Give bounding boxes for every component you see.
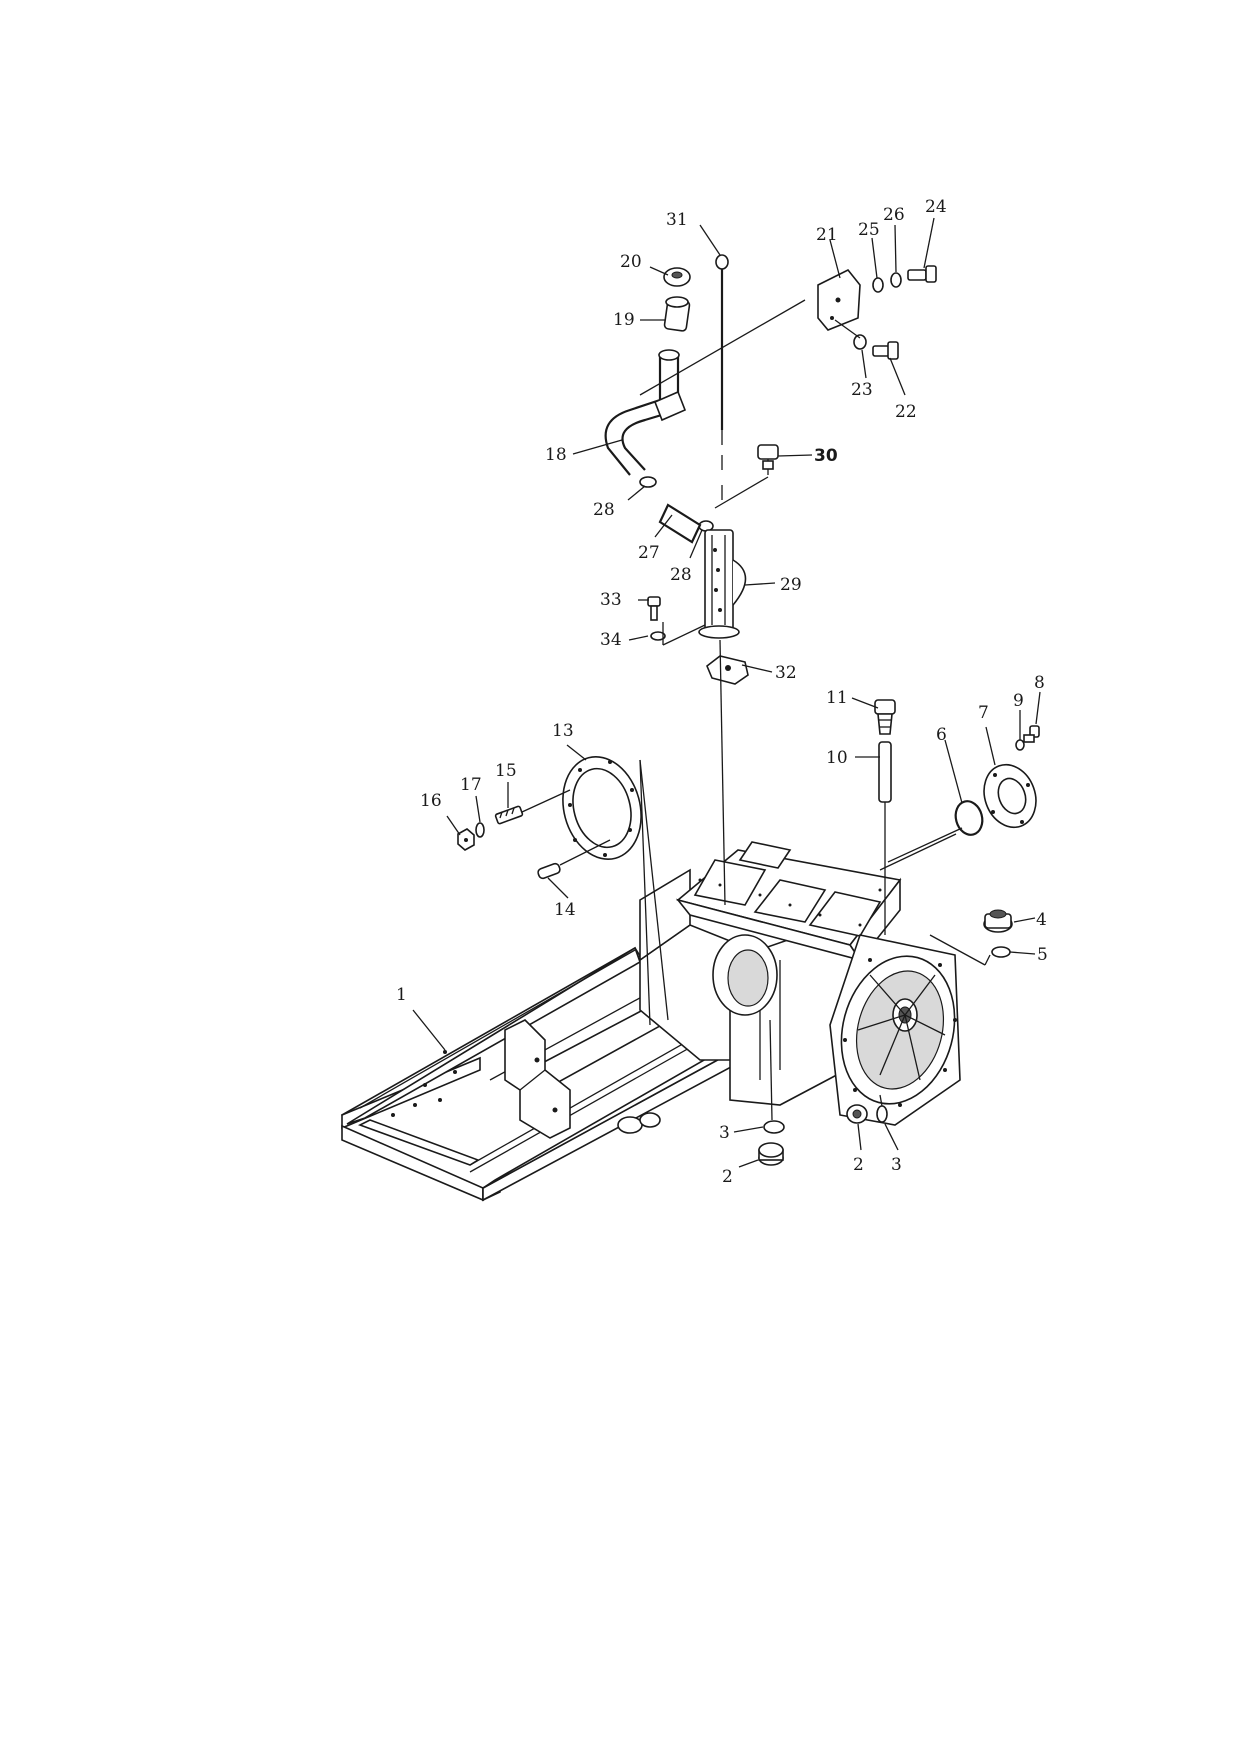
callout-28: 28 bbox=[593, 500, 615, 520]
clip-28-upper bbox=[639, 476, 657, 488]
callout-9: 9 bbox=[1013, 691, 1024, 711]
callout-14: 14 bbox=[554, 900, 576, 920]
callout-29: 29 bbox=[780, 575, 802, 595]
callout-19: 19 bbox=[613, 310, 635, 330]
plug-2-right bbox=[846, 1104, 868, 1124]
callout-4: 4 bbox=[1036, 910, 1047, 930]
callout-8: 8 bbox=[1034, 673, 1045, 693]
callout-34: 34 bbox=[600, 630, 622, 650]
callout-21: 21 bbox=[816, 225, 838, 245]
callout-11: 11 bbox=[826, 688, 848, 708]
callout-16: 16 bbox=[420, 791, 442, 811]
plug-2-left bbox=[758, 1142, 784, 1166]
washer-3-left bbox=[763, 1120, 785, 1134]
cover-7 bbox=[983, 763, 1037, 829]
filler-tube-29 bbox=[698, 529, 747, 639]
washer-26 bbox=[890, 272, 902, 288]
callout-25: 25 bbox=[858, 220, 880, 240]
callout-30: 30 bbox=[814, 446, 838, 466]
breather-30 bbox=[757, 444, 779, 475]
callout-15: 15 bbox=[495, 761, 517, 781]
main-frame-housing bbox=[340, 841, 961, 1202]
callout-32: 32 bbox=[775, 663, 797, 683]
callout-3: 3 bbox=[719, 1123, 730, 1143]
callout-23: 23 bbox=[851, 380, 873, 400]
hose-27 bbox=[658, 503, 702, 544]
callout-24: 24 bbox=[925, 197, 947, 217]
washer-23 bbox=[853, 334, 867, 350]
washer-34 bbox=[650, 631, 666, 641]
dipstick-31-handle bbox=[715, 254, 729, 270]
callout-3: 3 bbox=[891, 1155, 902, 1175]
callout-7: 7 bbox=[978, 703, 989, 723]
callout-13: 13 bbox=[552, 721, 574, 741]
callout-5: 5 bbox=[1037, 945, 1048, 965]
seal-ring-6 bbox=[954, 800, 984, 836]
callout-10: 10 bbox=[826, 748, 848, 768]
plug-11 bbox=[874, 699, 896, 735]
bolt-22 bbox=[872, 341, 899, 360]
plug-4 bbox=[983, 909, 1013, 933]
callout-leaders bbox=[412, 217, 1041, 1168]
nut-16 bbox=[457, 828, 475, 851]
callout-2: 2 bbox=[853, 1155, 864, 1175]
callout-17: 17 bbox=[460, 775, 482, 795]
bolt-33 bbox=[647, 596, 661, 621]
stud-15 bbox=[494, 805, 524, 825]
middle-parts bbox=[457, 699, 1040, 1166]
callout-6: 6 bbox=[936, 725, 947, 745]
washer-5 bbox=[991, 946, 1011, 958]
callout-1: 1 bbox=[396, 985, 407, 1005]
callout-20: 20 bbox=[620, 252, 642, 272]
washer-9 bbox=[1015, 739, 1025, 751]
callout-2: 2 bbox=[722, 1167, 733, 1187]
filler-neck-19 bbox=[663, 296, 691, 332]
dowel-14 bbox=[537, 862, 561, 880]
callout-27: 27 bbox=[638, 543, 660, 563]
callout-28: 28 bbox=[670, 565, 692, 585]
breather-pipe-18 bbox=[604, 349, 687, 476]
callout-26: 26 bbox=[883, 205, 905, 225]
callout-labels: 1 2 2 3 3 4 5 6 7 8 9 10 11 13 14 15 16 … bbox=[396, 197, 1048, 1187]
callout-18: 18 bbox=[545, 445, 567, 465]
rod-10 bbox=[878, 741, 892, 935]
washer-3-right bbox=[876, 1105, 888, 1123]
callout-33: 33 bbox=[600, 590, 622, 610]
washer-25 bbox=[872, 277, 884, 293]
cover-plate-13 bbox=[562, 756, 642, 860]
callout-22: 22 bbox=[895, 402, 917, 422]
bolt-24 bbox=[907, 265, 937, 283]
top-assembly-parts bbox=[604, 254, 937, 906]
bolt-8 bbox=[1023, 725, 1040, 743]
washer-17 bbox=[475, 822, 485, 838]
callout-31: 31 bbox=[666, 210, 688, 230]
